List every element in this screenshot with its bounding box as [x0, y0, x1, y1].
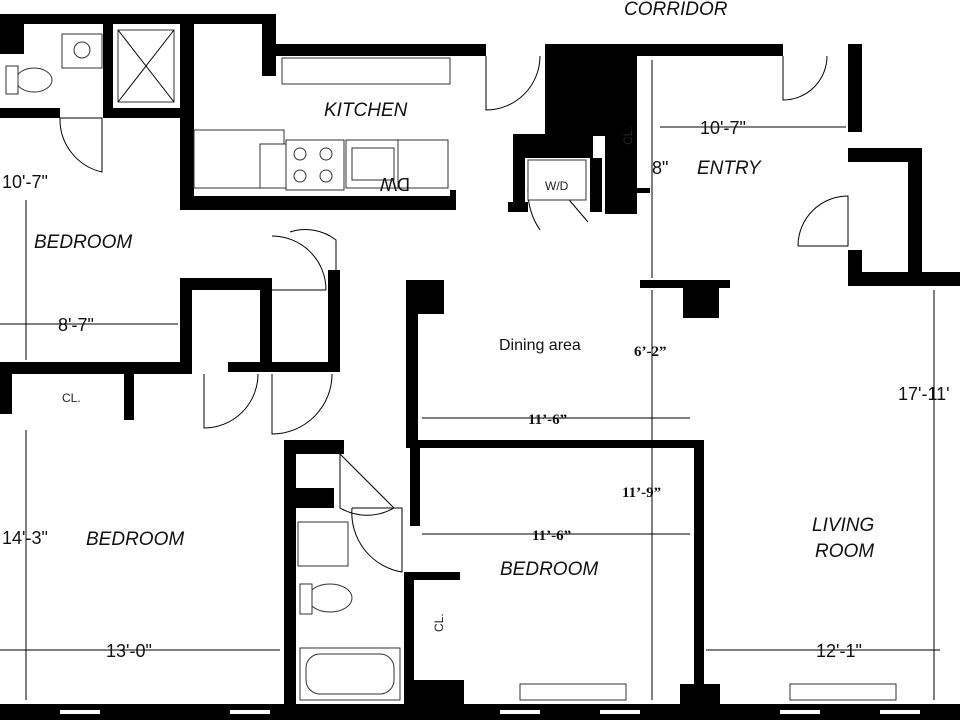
dim-bedroom-top-width: 8'-7" — [58, 315, 94, 335]
dim-bedroom-left-width: 13'-0" — [106, 641, 152, 661]
fixtures — [5, 29, 897, 701]
dim-entry-height: 8" — [652, 158, 668, 178]
bedroom-left-label: BEDROOM — [86, 529, 184, 550]
dim-bedroom-left-height: 14'-3" — [2, 528, 48, 548]
dining-area-label: Dining area — [499, 337, 581, 354]
living-room-label-line1: LIVING — [812, 515, 874, 536]
washer-dryer-label: W/D — [545, 179, 569, 193]
bedroom-mid-label: BEDROOM — [500, 559, 598, 580]
dim-entry-width: 10'-7" — [700, 118, 746, 138]
closet-label-entry: CL. — [621, 126, 635, 145]
door-swings — [59, 55, 849, 573]
dim-bedroom-mid-height: 11’-9” — [622, 485, 661, 501]
dim-dining-width: 11’-6” — [528, 412, 567, 428]
walls — [0, 14, 960, 720]
dim-dining-height: 6’-2” — [634, 344, 667, 360]
dimension-lines — [0, 60, 940, 700]
closet-label-left: CL. — [62, 391, 81, 405]
dim-living-width: 12'-1" — [816, 641, 862, 661]
bedroom-top-label: BEDROOM — [34, 232, 132, 253]
dishwasher-label: DW — [380, 174, 410, 194]
corridor-label: CORRIDOR — [624, 0, 728, 20]
entry-label: ENTRY — [697, 158, 762, 179]
living-room-label-line2: ROOM — [815, 541, 874, 562]
dim-bedroom-top-height: 10'-7" — [2, 172, 48, 192]
closet-label-mid: CL. — [432, 613, 446, 632]
dim-bedroom-mid-width: 11’-6” — [532, 528, 571, 544]
dim-living-height: 17'-11' — [898, 384, 950, 404]
kitchen-label: KITCHEN — [324, 100, 408, 121]
